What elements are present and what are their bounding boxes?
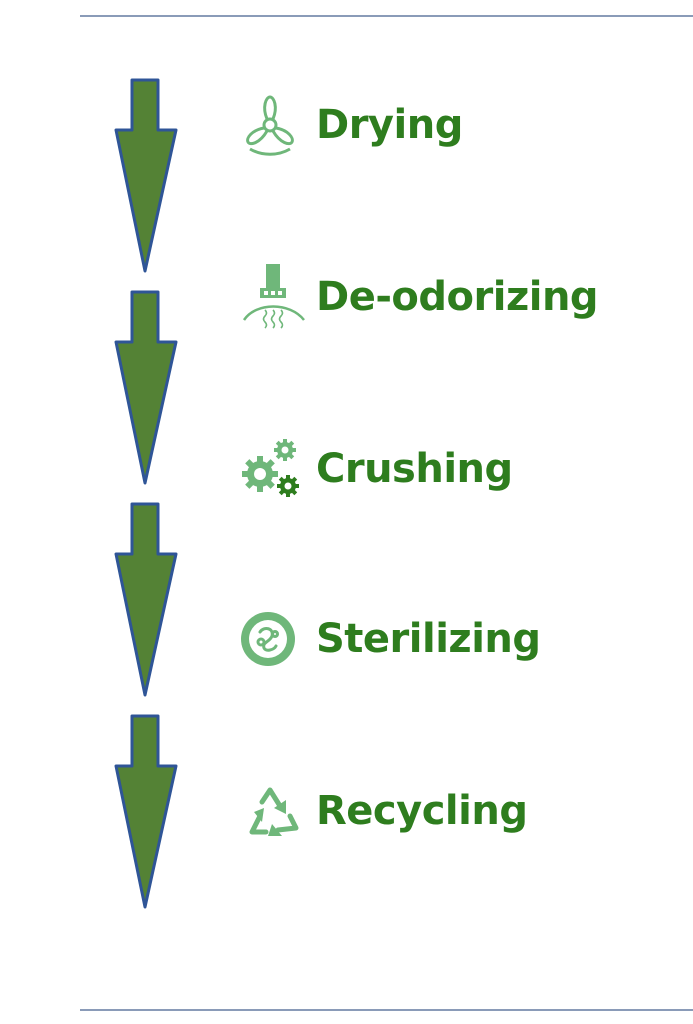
bottom-rule bbox=[80, 1009, 693, 1011]
flow-arrow bbox=[112, 502, 180, 697]
bacteria-icon bbox=[240, 604, 316, 674]
step-label: Crushing bbox=[316, 446, 513, 492]
flow-arrow bbox=[112, 78, 180, 273]
fan-icon bbox=[240, 90, 316, 160]
flow-arrow bbox=[112, 714, 180, 909]
step-label: Sterilizing bbox=[316, 616, 541, 662]
step-label: Recycling bbox=[316, 788, 528, 834]
flow-arrow bbox=[112, 290, 180, 485]
step-label: Drying bbox=[316, 102, 463, 148]
exhaust-hood-icon bbox=[240, 262, 316, 332]
step-sterilizing: Sterilizing bbox=[240, 604, 541, 674]
step-label: De-odorizing bbox=[316, 274, 599, 320]
gears-icon bbox=[240, 434, 316, 504]
step-crushing: Crushing bbox=[240, 434, 513, 504]
recycle-icon bbox=[240, 776, 316, 846]
step-deodorizing: De-odorizing bbox=[240, 262, 599, 332]
step-drying: Drying bbox=[240, 90, 463, 160]
top-rule bbox=[80, 15, 693, 17]
step-recycling: Recycling bbox=[240, 776, 528, 846]
